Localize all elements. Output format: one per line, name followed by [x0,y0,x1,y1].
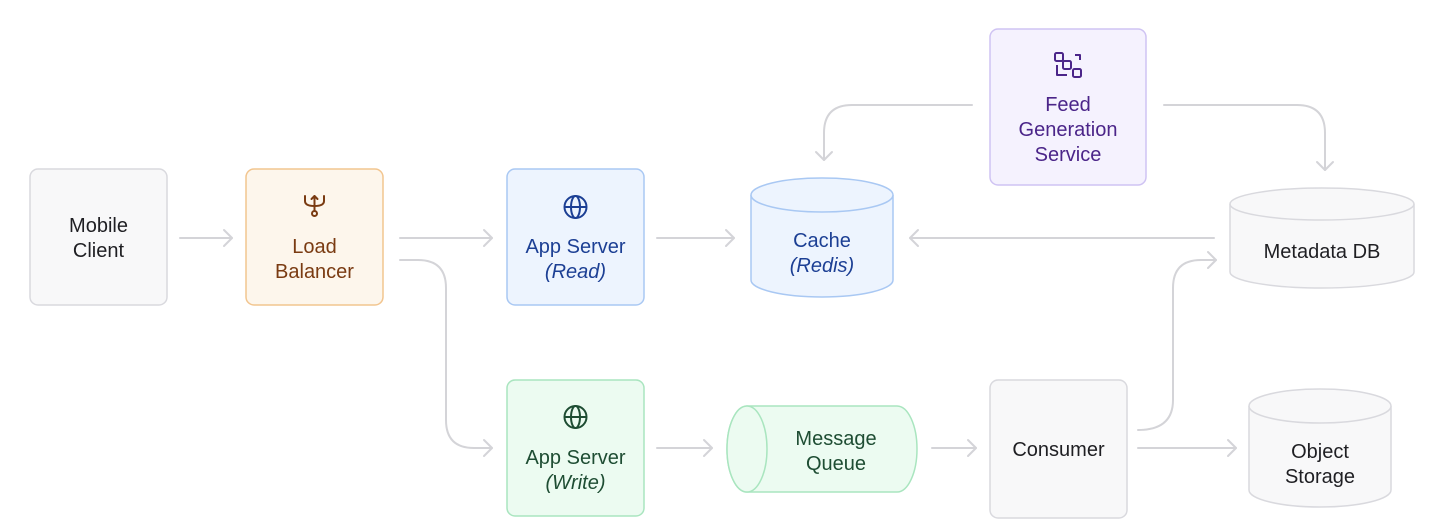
node-metadata-db: Metadata DB [1229,187,1415,289]
fork-icon [304,195,325,217]
node-feed-generation-service: Feed Generation Service [989,28,1147,186]
app-server-write-label-line1: App Server [525,447,625,469]
node-app-server-write: App Server (Write) [506,379,645,517]
edge-consumer-to-storage [1137,439,1237,457]
node-object-storage: Object Storage [1248,388,1392,508]
edge-read-server-to-cache [656,229,735,247]
node-mobile-client: Mobile Client [29,168,168,306]
app-server-write-label-line2: (Write) [546,472,606,494]
node-cache: Cache (Redis) [750,177,894,298]
feed-service-label-line3: Service [1035,144,1102,166]
load-balancer-label-line2: Balancer [275,261,354,283]
edge-feed-to-cache [815,104,973,161]
mobile-client-label-line1: Mobile [69,215,128,237]
node-consumer: Consumer [989,379,1128,519]
node-load-balancer: Load Balancer [245,168,384,306]
edges [179,104,1334,457]
metadata-db-label: Metadata DB [1264,241,1381,263]
edge-db-to-cache [909,229,1215,247]
workflow-icon [1054,52,1082,78]
edge-lb-to-write-server [399,259,493,457]
edge-consumer-to-db [1137,251,1217,431]
object-storage-label-line2: Storage [1285,466,1355,488]
message-queue-label-line1: Message [795,428,876,450]
edge-queue-to-consumer [931,439,977,457]
app-server-read-label-line1: App Server [525,236,625,258]
globe-icon [563,195,588,219]
cache-label-line2: (Redis) [790,255,854,277]
consumer-label: Consumer [1012,439,1105,461]
node-app-server-read: App Server (Read) [506,168,645,306]
edge-lb-to-read-server [399,229,493,247]
node-message-queue: Message Queue [726,405,918,493]
load-balancer-label-line1: Load [292,236,337,258]
feed-service-label-line1: Feed [1045,94,1091,116]
app-server-read-label-line2: (Read) [545,261,606,283]
feed-service-label-line2: Generation [1019,119,1118,141]
edge-write-server-to-queue [656,439,713,457]
edge-client-to-lb [179,229,233,247]
message-queue-label-line2: Queue [806,453,866,475]
edge-feed-to-db [1163,104,1334,171]
mobile-client-label-line2: Client [73,240,125,262]
cache-label-line1: Cache [793,230,851,252]
globe-icon [563,405,588,429]
object-storage-label-line1: Object [1291,441,1349,463]
